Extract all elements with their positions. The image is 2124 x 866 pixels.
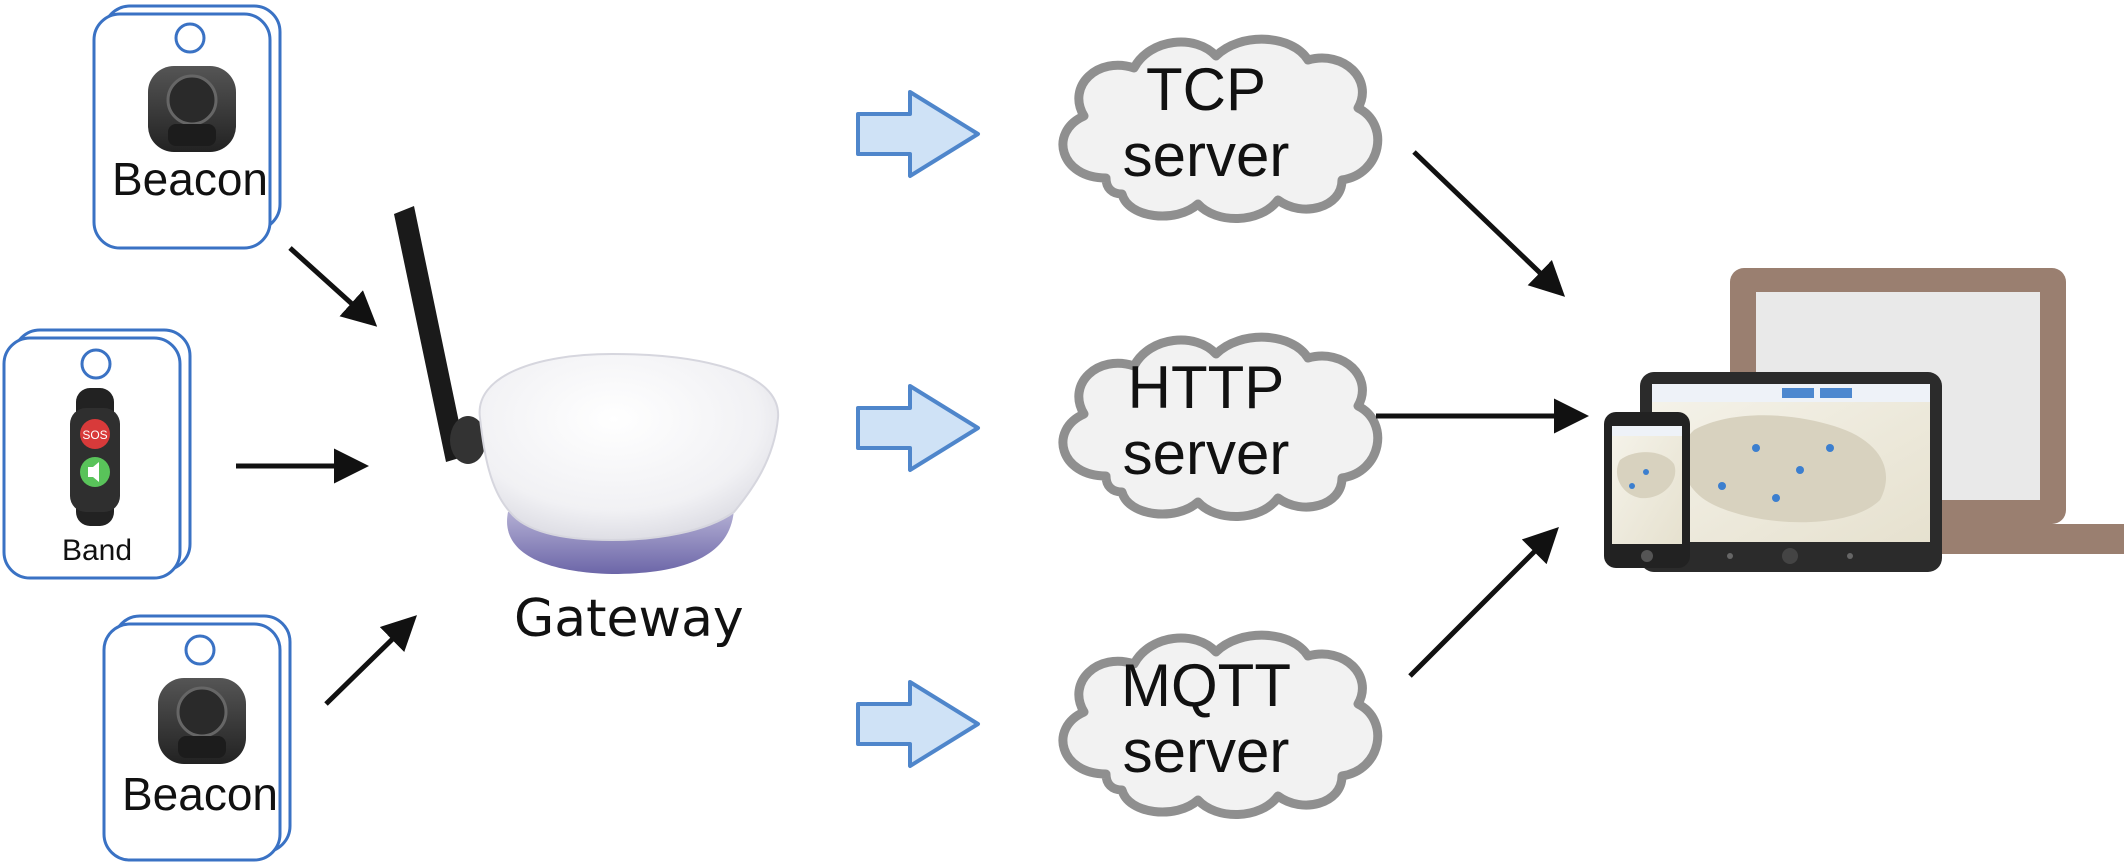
- device-card-beacon-top: Beacon: [94, 6, 280, 248]
- gateway-dome: [480, 354, 779, 540]
- beacon-icon: [158, 678, 246, 764]
- server-cloud-mqtt: MQTT server: [1063, 635, 1378, 814]
- block-arrow-to-http: [858, 386, 978, 470]
- arrow-tcp-to-client: [1414, 152, 1560, 292]
- server-name-tcp: TCP: [1146, 56, 1266, 123]
- block-arrow-to-tcp: [858, 92, 978, 176]
- device-card-band: SOS Band: [4, 330, 190, 578]
- device-label-beacon-top: Beacon: [112, 153, 268, 205]
- arrow-mqtt-to-client: [1410, 532, 1554, 676]
- phone-icon: [1604, 412, 1690, 568]
- gateway-label: Gateway: [514, 589, 744, 649]
- arrow-beacon-bottom-to-gateway: [326, 620, 412, 704]
- antenna: [394, 206, 486, 464]
- card-hole: [186, 636, 214, 664]
- server-cloud-http: HTTP server: [1063, 337, 1378, 516]
- device-card-beacon-bottom: Beacon: [104, 616, 290, 860]
- server-name-mqtt: MQTT: [1121, 652, 1291, 719]
- server-name-http: HTTP: [1128, 354, 1285, 421]
- server-cloud-tcp: TCP server: [1063, 39, 1378, 218]
- card-hole: [176, 24, 204, 52]
- arrow-beacon-top-to-gateway: [290, 248, 372, 322]
- block-arrow-to-mqtt: [858, 682, 978, 766]
- band-icon: SOS: [70, 388, 120, 526]
- server-type-http: server: [1123, 420, 1290, 487]
- beacon-icon: [148, 66, 236, 152]
- sos-button-label: SOS: [82, 428, 107, 442]
- device-label-band: Band: [62, 534, 132, 567]
- server-type-mqtt: server: [1123, 718, 1290, 785]
- device-label-beacon-bottom: Beacon: [122, 768, 278, 820]
- client-devices: [1604, 268, 2124, 572]
- gateway-router-icon: Gateway: [394, 206, 778, 649]
- server-type-tcp: server: [1123, 122, 1290, 189]
- card-hole: [82, 350, 110, 378]
